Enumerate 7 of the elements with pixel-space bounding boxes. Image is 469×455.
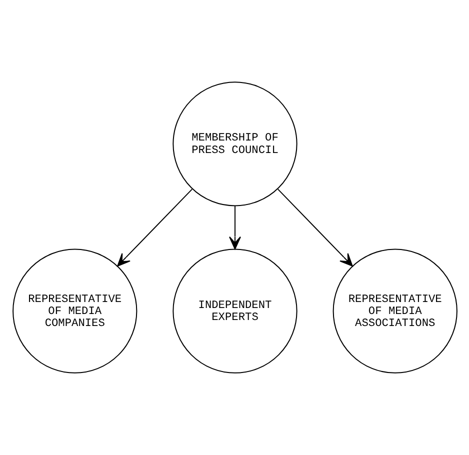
node-circle: MEMBERSHIP OF PRESS COUNCIL [172,82,297,206]
arrow [277,188,352,266]
node-circle: INDEPENDENT EXPERTS [172,248,297,374]
arrow [116,188,192,266]
arrow [228,206,240,250]
node-circle: REPRESENTATIVE OF MEDIA COMPANIES [12,248,137,374]
node-circle: REPRESENTATIVE OF MEDIA ASSOCIATIONS [332,248,457,374]
